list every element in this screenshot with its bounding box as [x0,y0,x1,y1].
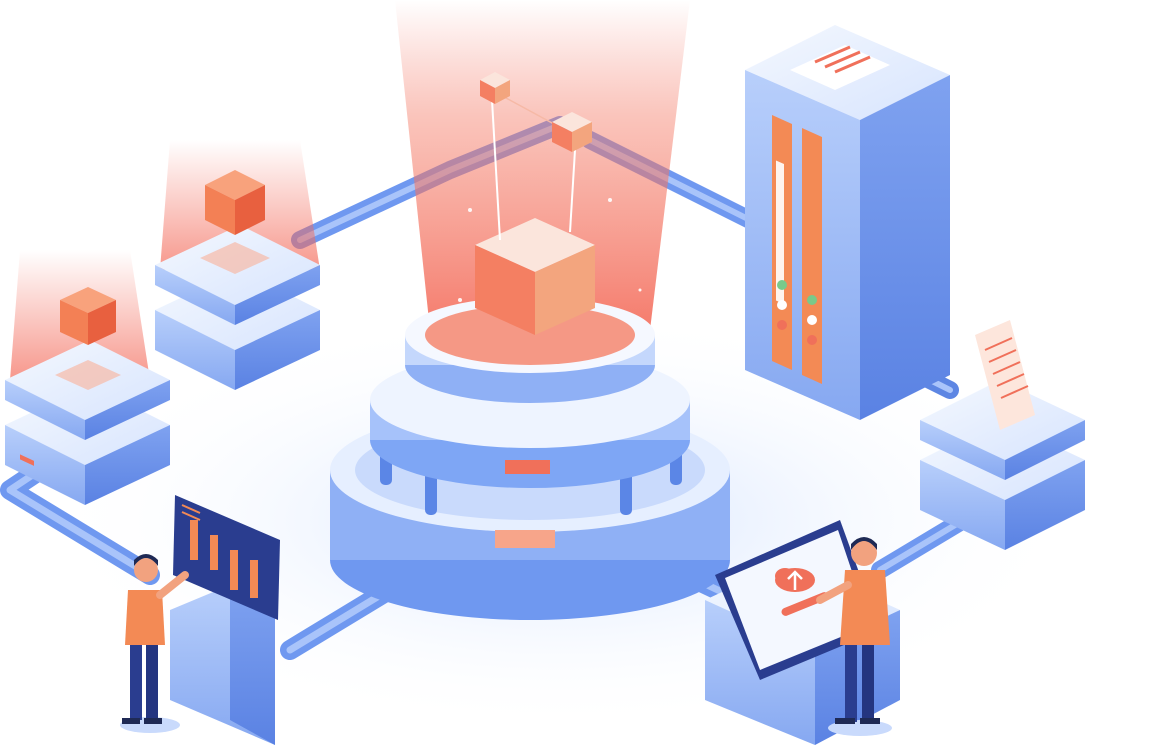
document-icon [975,320,1035,430]
upload-terminal [705,520,900,745]
storage-box-right [920,320,1085,550]
central-hub-platform [330,0,730,620]
document-icon [790,45,890,90]
person-icon [120,554,189,733]
cloud-upload-icon [775,568,815,592]
server-rack-icon [745,25,950,420]
storage-box-left [5,250,170,505]
person-icon [816,537,892,736]
storage-box-upper-left [155,140,320,390]
floating-cube-icon [205,170,265,235]
floating-cube-icon [60,287,116,345]
chart-panel-icon [170,495,280,745]
floating-cube-icon [552,112,592,152]
floating-cube-icon [475,218,595,335]
floating-cube-icon [480,72,510,104]
sparkle-dots [458,198,642,302]
